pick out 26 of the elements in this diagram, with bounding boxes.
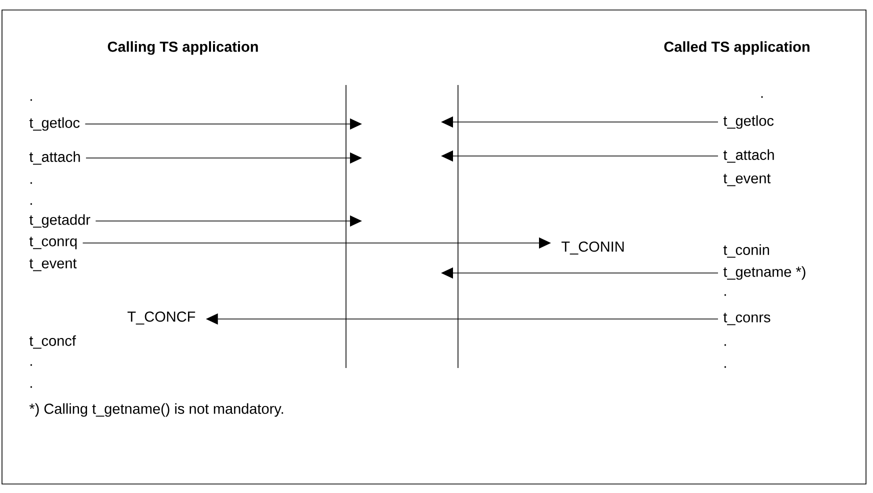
function-name: t_conrs [723,312,770,326]
label: . [30,203,32,205]
label: t_event [723,174,771,186]
function-name: T_CONIN [562,242,624,254]
label: t_conin [723,244,770,258]
label: . [761,96,763,98]
label: . [724,344,726,346]
label: . [724,366,726,368]
function-name: t_getaddr [29,214,90,228]
function-name: t_getloc [29,117,80,131]
label: t_event [29,258,77,272]
label: . [30,364,32,366]
column-heading: Calling TS application [108,41,258,55]
function-name: t_getloc [723,115,774,129]
label: . [30,386,32,388]
label: . [30,182,32,184]
function-name: t_attach [723,149,774,163]
function-name: t_conrq [29,236,77,250]
label: . [30,99,32,101]
label: . [724,294,726,296]
column-heading: Called TS application [664,41,810,55]
footnote: *) Calling t_getname() is not mandatory. [29,403,284,417]
function-name: t_getname *) [723,266,806,280]
function-name: T_CONCF [128,312,196,324]
function-name: t_attach [29,151,80,165]
label: t_concf [29,335,76,349]
